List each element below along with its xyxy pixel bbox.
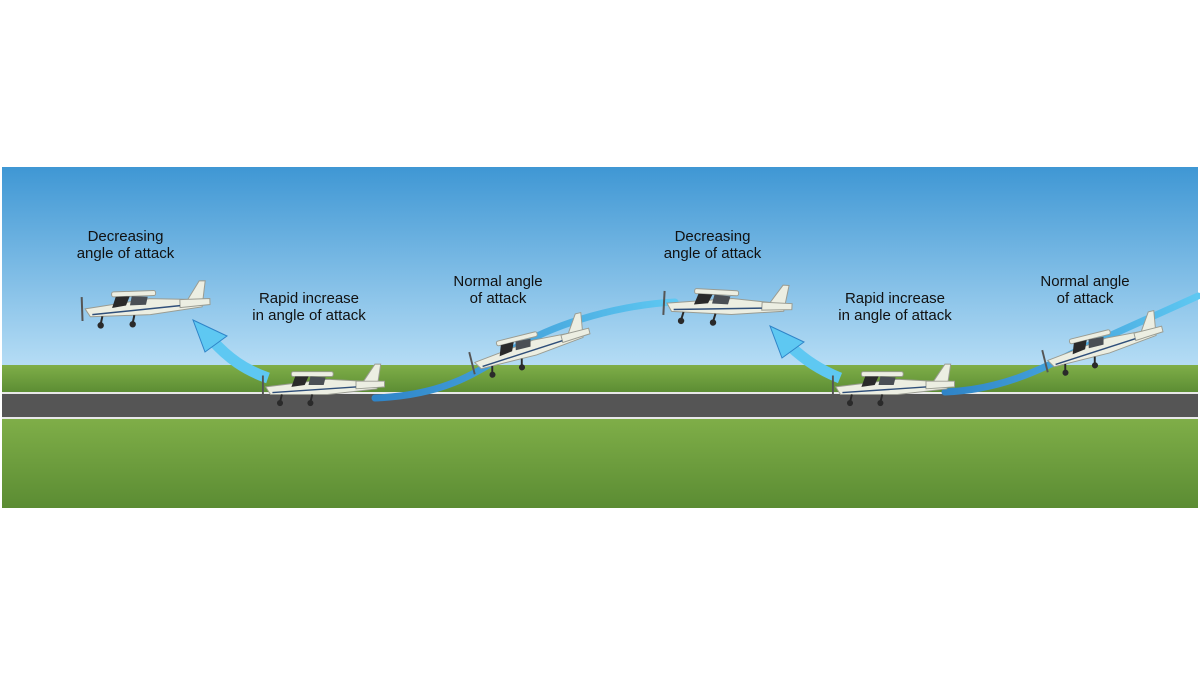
aircraft-part <box>846 400 854 407</box>
aircraft-part <box>290 371 334 377</box>
grass-lower <box>2 419 1198 508</box>
aircraft-part <box>1133 325 1164 342</box>
aircraft-part <box>499 342 514 357</box>
aircraft-part <box>925 380 955 390</box>
aircraft-part <box>355 380 385 390</box>
label-decreasing-aoa-1: Decreasing angle of attack <box>76 228 175 262</box>
sky <box>2 167 1198 367</box>
label-normal-aoa-1: Normal angle of attack <box>453 273 543 307</box>
label-decreasing-aoa-2: Decreasing angle of attack <box>663 228 762 262</box>
aircraft-part <box>694 288 740 297</box>
aircraft-part <box>1088 336 1104 349</box>
aircraft-part <box>291 376 309 387</box>
aircraft-part <box>84 280 206 318</box>
aircraft-part <box>129 321 136 328</box>
aircraft-part <box>468 351 476 375</box>
aircraft-part <box>677 317 685 325</box>
aircraft-part <box>489 371 496 378</box>
aircraft-part <box>130 296 148 306</box>
arrow-head <box>769 325 805 359</box>
aircraft-part <box>272 386 357 394</box>
aircraft-part <box>112 296 130 308</box>
arrow-rapid-increase-1 <box>192 319 270 384</box>
aircraft-part <box>693 293 713 305</box>
aircraft-part <box>518 364 526 371</box>
runway-edge-bottom <box>2 417 1198 419</box>
aircraft-part <box>111 290 157 298</box>
aircraft-part <box>97 322 104 329</box>
aircraft-6 <box>1041 309 1164 376</box>
runway-edge-top <box>2 392 1198 394</box>
arrow-shaft <box>207 336 270 384</box>
aircraft-part <box>712 294 731 305</box>
aircraft-part <box>560 327 591 344</box>
aircraft-part <box>308 376 326 385</box>
aircraft-part <box>1091 362 1099 369</box>
aircraft-part <box>861 376 879 387</box>
runway <box>2 393 1198 418</box>
aircraft-part <box>1072 340 1087 355</box>
aircraft-3 <box>468 311 591 378</box>
aircraft-part <box>495 331 538 347</box>
aircraft-part <box>1041 349 1049 373</box>
label-rapid-increase-2: Rapid increase in angle of attack <box>838 290 952 324</box>
aircraft-2 <box>261 363 385 407</box>
aircraft-part <box>860 371 904 377</box>
aircraft-part <box>92 304 181 316</box>
label-normal-aoa-2: Normal angle of attack <box>1040 273 1130 307</box>
aircraft-part <box>482 339 563 368</box>
aircraft-1 <box>80 280 211 329</box>
aircraft-part <box>877 400 884 407</box>
arrow-rapid-increase-2 <box>769 325 843 384</box>
aircraft-part <box>673 307 762 311</box>
grass-upper <box>2 365 1198 393</box>
label-rapid-increase-1: Rapid increase in angle of attack <box>252 290 366 324</box>
aircraft-part <box>842 386 927 394</box>
aircraft-part <box>307 400 314 407</box>
aircraft-5 <box>831 363 955 407</box>
aircraft-part <box>179 298 211 309</box>
aircraft-part <box>80 296 84 322</box>
aircraft-part <box>1055 337 1136 366</box>
aircraft-part <box>1062 369 1069 376</box>
aircraft-part <box>709 319 717 326</box>
aircraft-4 <box>662 284 793 326</box>
aircraft-part <box>276 400 284 407</box>
aircraft-part <box>515 338 531 351</box>
aircraft-part <box>761 301 793 311</box>
aircraft-part <box>662 290 666 315</box>
aircraft-part <box>878 376 896 385</box>
arrow-head <box>192 319 228 353</box>
aircraft-part <box>1068 329 1111 345</box>
